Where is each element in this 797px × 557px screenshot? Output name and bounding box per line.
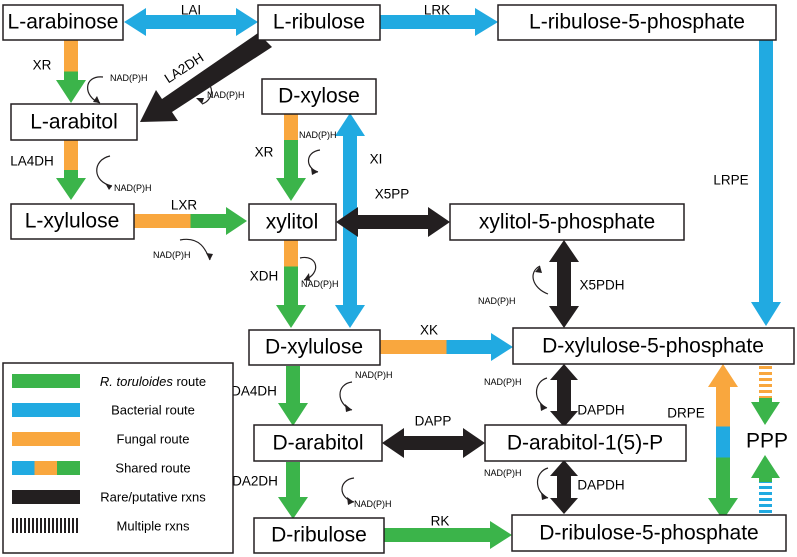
- enzyme-xi: XI: [370, 152, 383, 167]
- cofactor-label: NAD(P)H: [478, 296, 516, 306]
- node-d-xylose: D-xylose: [261, 78, 377, 115]
- enzyme-dapdh-2: DAPDH: [577, 478, 624, 493]
- legend-item-shared: Shared route: [12, 461, 191, 476]
- svg-text:Multiple rxns: Multiple rxns: [117, 519, 190, 534]
- cofactor-label: NAD(P)H: [110, 73, 148, 83]
- arrow-rk: [384, 521, 512, 549]
- legend-item-r-toruloides: R. toruloides route: [12, 374, 206, 389]
- cofactor-label: NAD(P)H: [153, 250, 191, 260]
- svg-text:Rare/putative rxns: Rare/putative rxns: [100, 490, 206, 505]
- cofactor-arc-dapdh-1: [535, 377, 548, 409]
- arrow-lai: [124, 8, 258, 36]
- arrow-x5pdh: [549, 240, 579, 328]
- arrow-xr-1: [56, 40, 86, 103]
- enzyme-rk: RK: [431, 514, 450, 529]
- enzyme-x5pdh: X5PDH: [579, 278, 624, 293]
- enzyme-dapdh-1: DAPDH: [577, 403, 624, 418]
- cofactor-label: NAD(P)H: [354, 499, 392, 509]
- arrow-dapdh-2: [550, 460, 578, 514]
- node-l-arabitol: L-arabitol: [10, 103, 138, 141]
- enzyme-lxr: LXR: [171, 198, 198, 213]
- svg-text:L-arabitol: L-arabitol: [30, 111, 118, 134]
- svg-text:D-arabitol-1(5)-P: D-arabitol-1(5)-P: [507, 432, 663, 455]
- cofactor-label: NAD(P)H: [301, 279, 339, 289]
- cofactor-label: NAD(P)H: [484, 377, 522, 387]
- enzyme-lrk: LRK: [424, 3, 450, 18]
- cofactor-label: NAD(P)H: [355, 370, 393, 380]
- arrow-x5pp: [336, 207, 450, 237]
- svg-text:xylitol: xylitol: [266, 211, 319, 234]
- node-xylitol: xylitol: [248, 203, 337, 241]
- node-l-ribulose-5-phosphate: L-ribulose-5-phosphate: [497, 4, 777, 41]
- cofactor-arc-x5pdh: [532, 265, 549, 295]
- legend-item-fungal: Fungal route: [12, 432, 190, 447]
- arrow-da2dh: [278, 462, 308, 519]
- arrow-dapp: [382, 428, 485, 458]
- svg-text:xylitol-5-phosphate: xylitol-5-phosphate: [479, 211, 655, 234]
- arrow-lxr: [134, 207, 247, 235]
- svg-text:Bacterial route: Bacterial route: [111, 403, 195, 418]
- arrow-xr-2: [276, 114, 306, 201]
- svg-text:D-arabitol: D-arabitol: [272, 432, 363, 455]
- svg-text:R. toruloides route: R. toruloides route: [100, 374, 206, 389]
- node-d-ribulose-5-phosphate: D-ribulose-5-phosphate: [511, 514, 787, 552]
- cofactor-arc-la2dh: [199, 81, 213, 105]
- enzyme-xr-2: XR: [255, 145, 274, 160]
- enzyme-lrpe: LRPE: [713, 173, 748, 188]
- svg-text:D-xylulose: D-xylulose: [265, 336, 363, 359]
- arrow-la4dh: [56, 140, 86, 200]
- enzyme-da4dh: DA4DH: [231, 384, 277, 399]
- svg-text:L-ribulose: L-ribulose: [273, 11, 365, 34]
- cofactor-label: NAD(P)H: [207, 90, 245, 100]
- arrow-lrpe: [751, 38, 781, 326]
- svg-text:D-ribulose-5-phosphate: D-ribulose-5-phosphate: [539, 522, 758, 545]
- node-d-arabitol: D-arabitol: [253, 424, 383, 462]
- arrow-da4dh: [278, 366, 308, 426]
- enzyme-x5pp: X5PP: [375, 187, 410, 202]
- node-ppp: PPP: [746, 430, 788, 453]
- arrow-xk: [380, 333, 513, 361]
- cofactor-label: NAD(P)H: [484, 468, 522, 478]
- cofactor-arc-la4dh: [96, 155, 113, 187]
- node-d-xylulose-5-phosphate: D-xylulose-5-phosphate: [512, 327, 795, 365]
- svg-text:L-xylulose: L-xylulose: [25, 210, 120, 233]
- svg-text:D-xylulose-5-phosphate: D-xylulose-5-phosphate: [542, 335, 764, 358]
- svg-text:L-ribulose-5-phosphate: L-ribulose-5-phosphate: [529, 11, 745, 34]
- node-xylitol-5-phosphate: xylitol-5-phosphate: [449, 203, 685, 241]
- svg-text:L-arabinose: L-arabinose: [8, 11, 119, 34]
- svg-text:Shared route: Shared route: [115, 461, 190, 476]
- node-d-arabitol-1-5-p: D-arabitol-1(5)-P: [484, 424, 687, 462]
- enzyme-da2dh: DA2DH: [232, 474, 278, 489]
- legend-item-bacterial: Bacterial route: [12, 403, 195, 418]
- arrow-xdh: [276, 240, 306, 328]
- svg-text:D-ribulose: D-ribulose: [271, 524, 367, 547]
- node-d-xylulose: D-xylulose: [248, 329, 381, 366]
- arrow-lrk: [380, 8, 498, 36]
- enzyme-la4dh: LA4DH: [10, 154, 54, 169]
- arrow-to-ppp-upper: [751, 366, 780, 425]
- enzyme-xk: XK: [420, 323, 438, 338]
- enzyme-xdh: XDH: [250, 269, 279, 284]
- node-l-arabinose: L-arabinose: [2, 4, 124, 41]
- cofactor-label: NAD(P)H: [114, 183, 152, 193]
- node-l-ribulose: L-ribulose: [257, 4, 381, 41]
- legend-item-multiple: Multiple rxns: [12, 518, 190, 534]
- legend-item-rare: Rare/putative rxns: [12, 490, 206, 505]
- enzyme-dapp: DAPP: [415, 414, 452, 429]
- svg-text:Fungal route: Fungal route: [117, 432, 190, 447]
- enzyme-drpe: DRPE: [667, 406, 705, 421]
- cofactor-arc-xr-2: [307, 149, 321, 173]
- svg-text:D-xylose: D-xylose: [278, 85, 360, 108]
- enzyme-xr-1: XR: [33, 58, 52, 73]
- enzyme-lai: LAI: [181, 3, 201, 18]
- node-d-ribulose: D-ribulose: [253, 517, 385, 554]
- arrow-la2dh: [140, 33, 272, 122]
- arrow-dapdh-1: [550, 364, 578, 427]
- arrow-to-ppp-lower: [751, 455, 780, 514]
- cofactor-label: NAD(P)H: [299, 130, 337, 140]
- arrow-drpe: [708, 364, 738, 520]
- node-l-xylulose: L-xylulose: [10, 203, 135, 240]
- legend: R. toruloides route Bacterial route Fung…: [2, 362, 234, 554]
